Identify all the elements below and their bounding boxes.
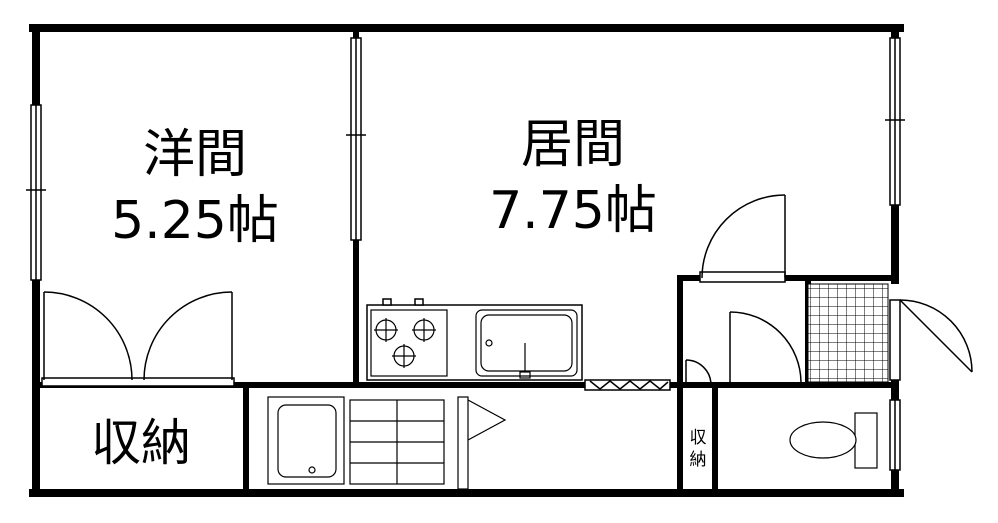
door-swing-icon	[729, 311, 802, 384]
door-swing-icon	[685, 359, 712, 386]
outer-walls	[29, 24, 904, 497]
shower-tile-icon	[807, 283, 889, 383]
western-room-size: 5.25帖	[111, 191, 279, 251]
door-swing-icon	[457, 396, 507, 490]
washing-area	[349, 399, 445, 485]
door-swing-icon	[41, 291, 235, 387]
door-swing-icon	[889, 299, 973, 381]
storage-small-label-2: 納	[690, 450, 707, 470]
stove-icon	[370, 309, 448, 377]
storage-large-label: 収納	[91, 414, 191, 472]
living-room-name: 居間	[521, 115, 625, 175]
storage-small-label-1: 収	[690, 428, 707, 448]
sliding-door	[584, 379, 671, 391]
toilet-icon	[789, 412, 878, 469]
western-room-name: 洋間	[143, 125, 247, 185]
sink-icon	[475, 309, 578, 379]
window-icon	[26, 37, 905, 471]
bathtub-icon	[267, 396, 345, 485]
living-room-size: 7.75帖	[489, 181, 657, 241]
kitchen-counter	[366, 298, 583, 381]
door-swing-icon	[699, 194, 786, 283]
